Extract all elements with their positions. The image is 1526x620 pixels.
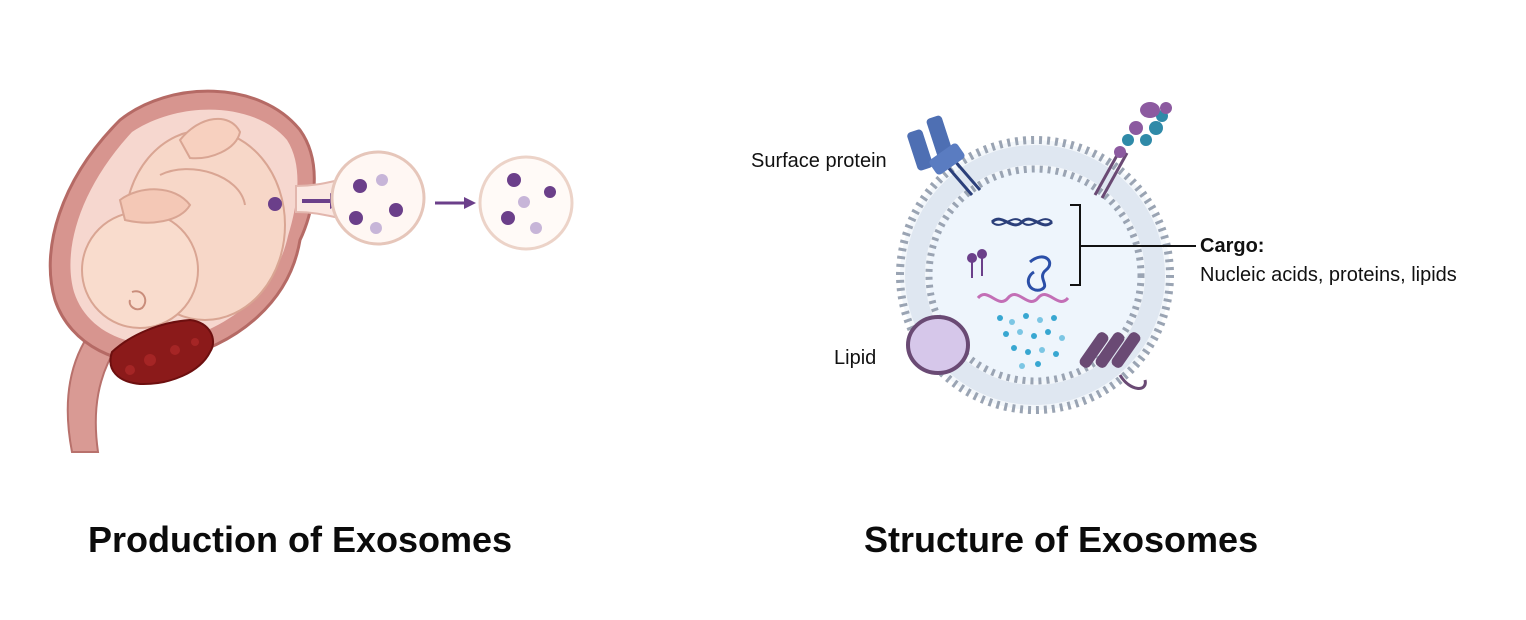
cargo-label-title: Cargo:	[1200, 235, 1265, 257]
intracellular-vesicle	[268, 197, 282, 211]
exosome-structure	[896, 102, 1196, 414]
fetus-ear	[128, 290, 147, 311]
glycoprotein-chain	[1093, 102, 1172, 199]
lipid-cargo-icon	[967, 249, 987, 278]
small-molecule-dots	[997, 313, 1065, 369]
membrane-core	[905, 145, 1165, 405]
arrow-secretion	[435, 197, 476, 209]
fetus-leg-fold	[159, 168, 246, 206]
placenta	[109, 318, 215, 386]
transmembrane-protein	[1079, 332, 1147, 390]
pregnant-uterus-illustration	[48, 89, 316, 453]
budding-vesicle	[330, 150, 426, 246]
membrane-inner	[925, 165, 1145, 385]
rna-cargo-icon	[976, 293, 1070, 303]
fetus-head	[81, 211, 199, 329]
production-title: Production of Exosomes	[88, 519, 513, 560]
protein-cargo-icon	[1026, 255, 1052, 292]
lipid-raft	[906, 315, 970, 375]
structure-title: Structure of Exosomes	[864, 519, 1259, 560]
fetus-foot	[178, 117, 242, 160]
surface-protein-label: Surface protein	[751, 150, 887, 172]
surface-protein-receptor	[907, 115, 982, 196]
cargo-label-detail: Nucleic acids, proteins, lipids	[1200, 264, 1457, 286]
fetus-arm	[118, 188, 192, 224]
cervix-canal	[66, 328, 120, 453]
lipid-label: Lipid	[834, 347, 877, 369]
released-exosomes	[478, 155, 574, 251]
